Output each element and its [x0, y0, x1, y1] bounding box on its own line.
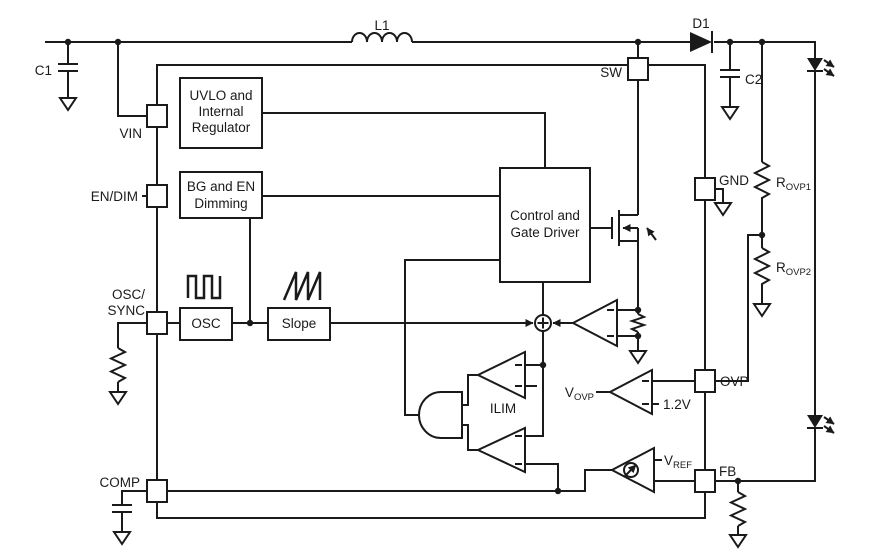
- top-rail-wires: [45, 41, 816, 58]
- diode-symbol: [690, 31, 713, 53]
- label-c2: C2: [745, 72, 762, 87]
- svg-text:Internal: Internal: [198, 104, 243, 119]
- pwm-to-and-wire: [462, 424, 478, 451]
- label-rovp1: ROVP1: [776, 175, 811, 193]
- ovp-tap-wire: [715, 234, 762, 382]
- pin-fb: [694, 469, 716, 493]
- pin-ovp: [694, 369, 716, 393]
- bg-en-dimming-block: BG and EN Dimming: [179, 171, 263, 219]
- slope-label: Slope: [282, 316, 317, 331]
- ilim-comparator: [475, 350, 526, 400]
- pin-vin: [146, 104, 168, 128]
- pin-oscsync: [146, 311, 168, 335]
- ground-icon: [628, 348, 648, 365]
- pin-gnd: [694, 177, 716, 201]
- mosfet-symbol: [611, 210, 657, 314]
- clock-waveform-icon: [186, 274, 222, 300]
- uvlo-label: UVLO and: [189, 88, 252, 103]
- label-vref: VREF: [664, 453, 692, 471]
- label-c1: C1: [35, 63, 52, 78]
- pin-label-ovp: OVP: [720, 374, 749, 389]
- osc-block: OSC: [179, 307, 233, 341]
- pin-label-sync: SYNC: [107, 303, 145, 318]
- ground-icon: [713, 200, 733, 217]
- pin-label-endim: EN/DIM: [91, 189, 138, 204]
- uvlo-block: UVLO and Internal Regulator: [179, 77, 263, 149]
- resistor-rovp2: [752, 247, 772, 286]
- ground-icon: [720, 103, 740, 121]
- sense-resistor: [628, 313, 648, 365]
- led1-icon: [807, 58, 835, 77]
- capacitor-c2: [720, 42, 740, 121]
- inductor-symbol: [351, 32, 413, 43]
- ground-icon: [58, 94, 78, 112]
- pin-label-sw: SW: [600, 65, 622, 80]
- summing-junction: [534, 314, 552, 332]
- capacitor-c1: [58, 42, 78, 112]
- ground-icon: [752, 300, 772, 318]
- osc-external-rc: [108, 322, 147, 406]
- sawtooth-waveform-icon: [282, 271, 322, 301]
- ground-icon: [728, 532, 748, 549]
- svg-text:Gate Driver: Gate Driver: [510, 225, 580, 240]
- ovp-comparator: [607, 368, 653, 416]
- pin-label-osc: OSC/: [112, 287, 145, 302]
- label-vovp: VOVP: [565, 385, 594, 403]
- body-diode-arrow: [646, 227, 657, 241]
- pin-label-fb: FB: [719, 464, 736, 479]
- svg-text:Regulator: Regulator: [192, 120, 251, 135]
- pin-label-gnd: GND: [719, 173, 749, 188]
- pwm-comparator: [475, 426, 526, 474]
- ovp-divider: [715, 42, 772, 382]
- ground-icon: [108, 388, 128, 406]
- ilim-label: ILIM: [490, 401, 516, 416]
- label-1v2: 1.2V: [663, 397, 691, 412]
- svg-text:Dimming: Dimming: [194, 196, 247, 211]
- uvlo-to-control-wire: [262, 112, 546, 168]
- vin-branch-wire: [117, 42, 147, 117]
- error-amplifier: [609, 446, 655, 494]
- comp-external-cap: [112, 490, 147, 546]
- comp-to-pwm-wire: [525, 463, 559, 491]
- current-sense-amp: [552, 298, 618, 348]
- control-gate-driver-block: Control and Gate Driver: [499, 167, 591, 283]
- bg-label: BG and EN: [187, 179, 255, 194]
- ilim-to-and-wire: [462, 374, 478, 406]
- pin-comp: [146, 479, 168, 503]
- internal-wires: [167, 112, 695, 492]
- gnd-pin-ground: [713, 188, 733, 217]
- led-string: [715, 58, 835, 482]
- resistor-rovp1: [752, 161, 772, 200]
- osc-label: OSC: [191, 316, 221, 331]
- ground-icon: [112, 528, 132, 546]
- and-to-control-wire: [404, 259, 500, 416]
- fb-sense-resistor: [728, 481, 748, 549]
- control-label: Control and: [510, 208, 580, 223]
- pin-sw: [627, 57, 649, 81]
- pin-endim: [146, 184, 168, 208]
- slope-block: Slope: [267, 307, 331, 341]
- label-d1: D1: [692, 16, 709, 31]
- comp-internal-wire: [167, 469, 612, 492]
- label-rovp2: ROVP2: [776, 260, 811, 278]
- pin-label-comp: COMP: [100, 475, 141, 490]
- and-gate: [418, 391, 463, 439]
- pin-label-vin: VIN: [119, 126, 142, 141]
- label-l1: L1: [374, 18, 389, 33]
- junction-dots: [64, 38, 766, 495]
- led2-icon: [807, 415, 835, 434]
